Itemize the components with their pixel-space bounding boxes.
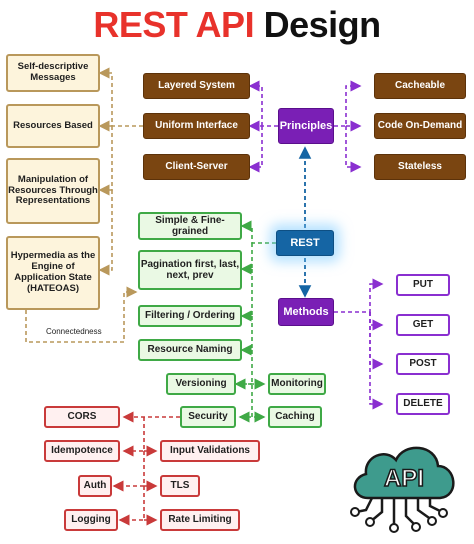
- node-client-server: Client-Server: [143, 154, 250, 180]
- node-logging: Logging: [64, 509, 118, 531]
- node-pagination: Pagination first, last, next, prev: [138, 250, 242, 290]
- node-rate-limiting: Rate Limiting: [160, 509, 240, 531]
- node-methods: Methods: [278, 298, 334, 326]
- api-cloud-logo: API: [350, 446, 455, 533]
- node-resource-naming: Resource Naming: [138, 339, 242, 361]
- node-rest: REST: [276, 230, 334, 256]
- node-code-on-demand: Code On-Demand: [374, 113, 466, 139]
- method-delete: DELETE: [396, 393, 450, 415]
- node-tls: TLS: [160, 475, 200, 497]
- node-auth: Auth: [78, 475, 112, 497]
- node-uniform-interface: Uniform Interface: [143, 113, 250, 139]
- node-security: Security: [180, 406, 236, 428]
- node-stateless: Stateless: [374, 154, 466, 180]
- connectedness-note: Connectedness: [46, 327, 102, 336]
- method-put: PUT: [396, 274, 450, 296]
- node-versioning: Versioning: [166, 373, 236, 395]
- node-monitoring: Monitoring: [268, 373, 326, 395]
- node-cacheable: Cacheable: [374, 73, 466, 99]
- node-resources-based: Resources Based: [6, 104, 100, 148]
- node-principles: Principles: [278, 108, 334, 144]
- api-logo-text: API: [384, 465, 424, 492]
- title-part-1: REST API: [93, 4, 255, 45]
- method-get: GET: [396, 314, 450, 336]
- node-input-validations: Input Validations: [160, 440, 260, 462]
- node-manipulation-of-resources: Manipulation of Resources Through Repres…: [6, 158, 100, 224]
- node-idempotence: Idempotence: [44, 440, 120, 462]
- node-cors: CORS: [44, 406, 120, 428]
- title-part-2: Design: [263, 4, 382, 45]
- node-hateoas: Hypermedia as the Engine of Application …: [6, 236, 100, 310]
- node-self-descriptive-messages: Self-descriptive Messages: [6, 54, 100, 92]
- method-post: POST: [396, 353, 450, 375]
- node-layered-system: Layered System: [143, 73, 250, 99]
- page-title: REST API Design: [0, 4, 474, 46]
- node-simple-fine-grained: Simple & Fine-grained: [138, 212, 242, 240]
- node-caching: Caching: [268, 406, 322, 428]
- node-filtering-ordering: Filtering / Ordering: [138, 305, 242, 327]
